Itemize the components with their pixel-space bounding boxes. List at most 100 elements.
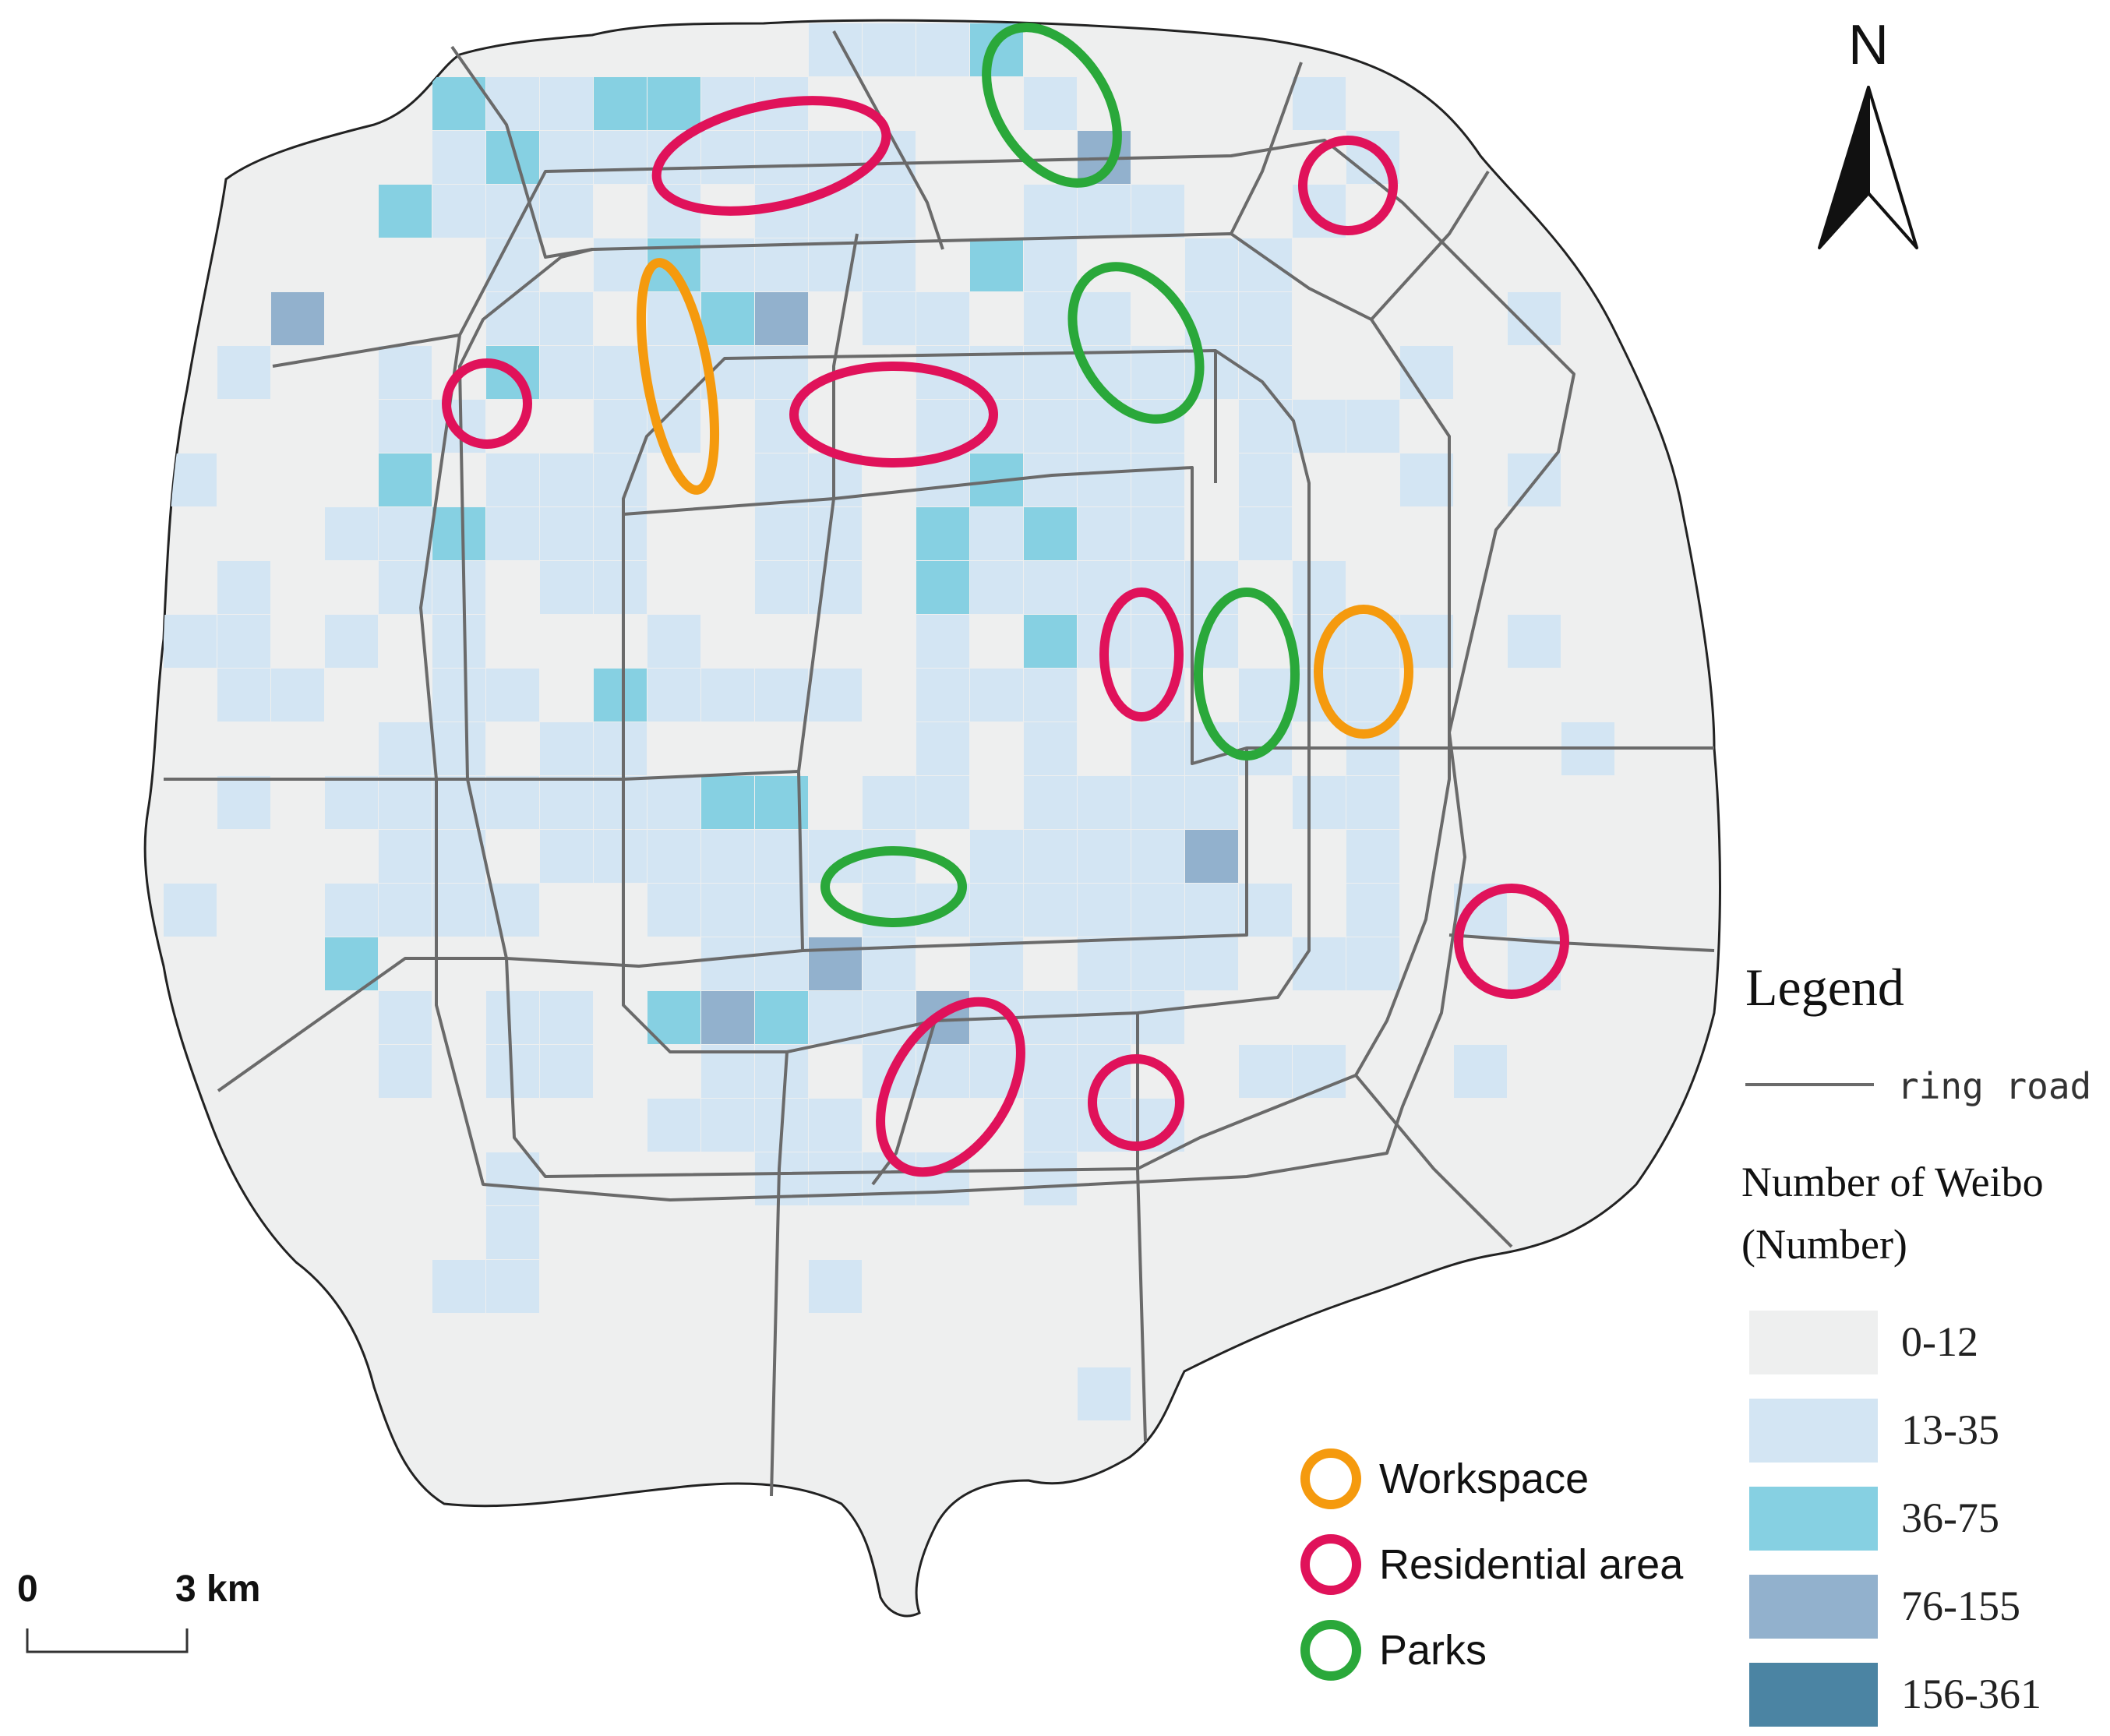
density-cell (1024, 884, 1077, 937)
density-cell (970, 937, 1023, 990)
density-cell (1078, 185, 1131, 238)
density-cell (701, 1099, 754, 1152)
park-ellipse (1067, 262, 1205, 424)
density-cell (594, 400, 647, 453)
density-cell (1024, 776, 1077, 829)
density-cell (486, 453, 539, 506)
density-cell (540, 131, 593, 184)
north-arrow-left-half (1818, 86, 1870, 249)
residential-ellipse (1099, 587, 1184, 722)
density-cell (863, 292, 916, 345)
density-cell (809, 561, 862, 614)
density-cell (809, 1260, 862, 1313)
density-cell (432, 615, 485, 668)
density-cell (1024, 561, 1077, 614)
density-cell (379, 185, 432, 238)
density-cell (1131, 830, 1184, 883)
density-cell (1239, 292, 1292, 345)
legend-swatch-4 (1749, 1663, 1878, 1727)
density-cell (916, 400, 969, 453)
density-cell (594, 346, 647, 399)
legend-swatch-0 (1749, 1311, 1878, 1374)
density-cell (432, 507, 485, 560)
density-cell (1508, 937, 1561, 990)
density-cell (1024, 400, 1077, 453)
density-cell (540, 185, 593, 238)
density-cell (863, 937, 916, 990)
density-cell (755, 238, 808, 291)
park-ellipse (982, 23, 1122, 188)
density-cell (1024, 830, 1077, 883)
density-cell (379, 830, 432, 883)
density-cell (701, 1045, 754, 1098)
density-cell (970, 507, 1023, 560)
density-cell (647, 991, 700, 1044)
residential-ellipse (651, 96, 891, 216)
density-cell (1131, 185, 1184, 238)
density-cell (647, 830, 700, 883)
density-cell (1346, 776, 1399, 829)
density-cell (809, 669, 862, 722)
density-cell (863, 23, 916, 76)
density-cell (755, 453, 808, 506)
density-cell (379, 346, 432, 399)
density-cell (540, 1045, 593, 1098)
density-cell (325, 615, 378, 668)
density-cell (594, 77, 647, 130)
scale-bar: 0 3 km (17, 1568, 260, 1653)
density-cell (594, 507, 647, 560)
density-cell (1293, 77, 1346, 130)
density-cell (809, 937, 862, 990)
scale-end-label: 3 km (175, 1568, 260, 1610)
density-cell (755, 346, 808, 399)
weibo-legend-title-line1: Number of Weibo (1741, 1159, 2044, 1205)
density-cell (594, 830, 647, 883)
density-cell (1185, 238, 1238, 291)
marker-legend-circle-0 (1300, 1448, 1361, 1509)
density-cell (1024, 615, 1077, 668)
density-cell (486, 1206, 539, 1259)
density-cell (486, 1260, 539, 1313)
density-cell (1400, 346, 1453, 399)
density-cell (379, 400, 432, 453)
density-cell (217, 615, 270, 668)
density-cell (379, 453, 432, 506)
density-cell (755, 1045, 808, 1098)
density-cell (379, 776, 432, 829)
density-cell (755, 561, 808, 614)
legend-class-label-0: 0-12 (1901, 1318, 1978, 1365)
density-cell (755, 507, 808, 560)
density-cell (1131, 346, 1184, 399)
density-cell (1078, 1367, 1131, 1420)
residential-ellipse (442, 358, 532, 449)
marker-legend-circle-2 (1300, 1620, 1361, 1681)
legend-swatch-1 (1749, 1399, 1878, 1463)
density-cell (1131, 776, 1184, 829)
density-cell (809, 991, 862, 1044)
residential-ellipse (876, 997, 1025, 1177)
density-cell (432, 884, 485, 937)
density-cell (271, 292, 324, 345)
density-cell (1078, 507, 1131, 560)
density-cell (647, 615, 700, 668)
workspace-ellipse (636, 258, 720, 495)
density-cell (432, 185, 485, 238)
density-cell (755, 131, 808, 184)
density-cell (379, 884, 432, 937)
park-ellipse (820, 846, 967, 927)
density-cell (1346, 884, 1399, 937)
density-cell (970, 830, 1023, 883)
density-cell (1078, 884, 1131, 937)
density-cell (1508, 615, 1561, 668)
weibo-legend-title-line2: (Number) (1741, 1221, 1907, 1268)
density-cell (271, 669, 324, 722)
density-cell (379, 1045, 432, 1098)
density-cell (701, 669, 754, 722)
density-cell (1185, 776, 1238, 829)
density-cell (863, 884, 916, 937)
density-cell (164, 884, 217, 937)
density-cell (432, 1260, 485, 1313)
north-label: N (1848, 14, 1889, 76)
density-cell (1293, 400, 1346, 453)
